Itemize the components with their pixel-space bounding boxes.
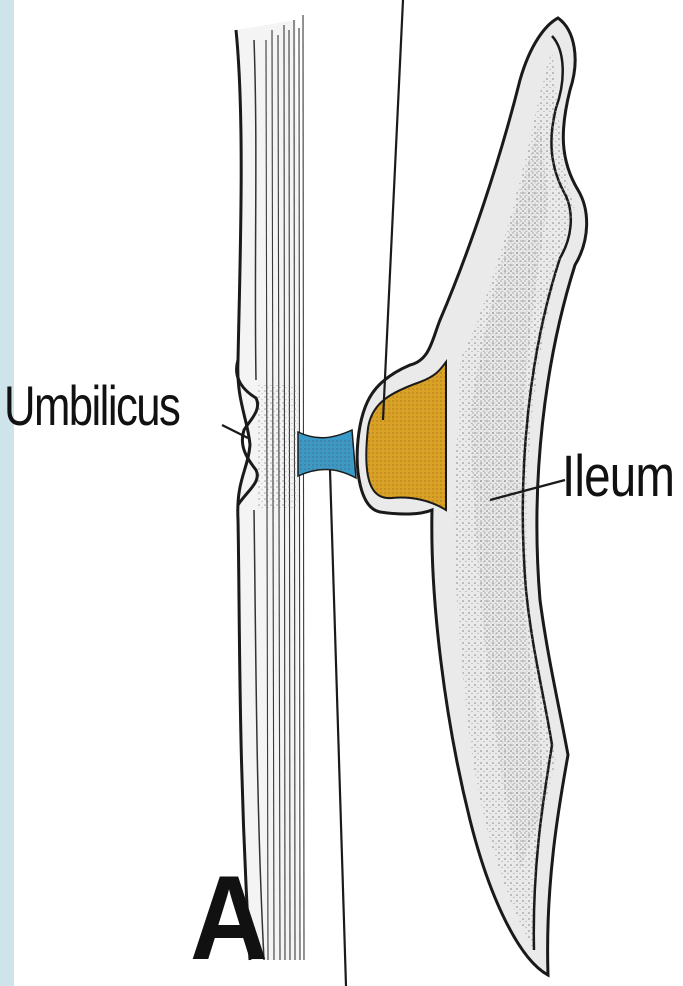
top-leader-line [383, 0, 403, 420]
bottom-leader-line [330, 470, 346, 986]
umbilicus-label: Umbilicus [4, 378, 179, 434]
left-border-strip [0, 0, 14, 986]
abdominal-wall [236, 15, 304, 960]
panel-letter: A [190, 858, 268, 978]
ileum-label: Ileum [562, 448, 674, 506]
